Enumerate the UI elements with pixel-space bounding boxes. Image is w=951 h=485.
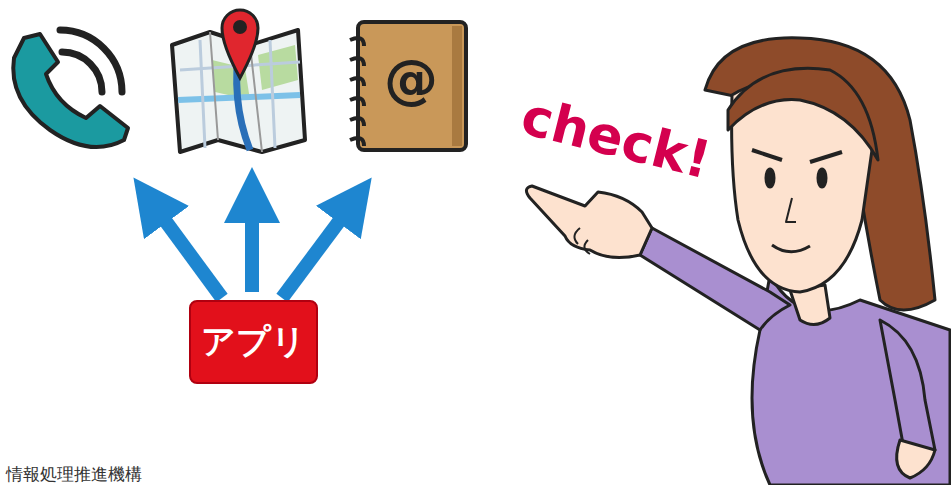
address-book-icon	[350, 22, 466, 150]
app-label: アプリ	[201, 319, 306, 365]
arrows	[150, 195, 355, 298]
watermark: 情報処理推進機構	[6, 466, 142, 483]
map-icon	[172, 10, 305, 152]
phone-icon	[13, 30, 128, 147]
app-box: アプリ	[189, 300, 318, 384]
at-sign: @	[384, 53, 438, 107]
check-callout: check!	[516, 90, 715, 187]
